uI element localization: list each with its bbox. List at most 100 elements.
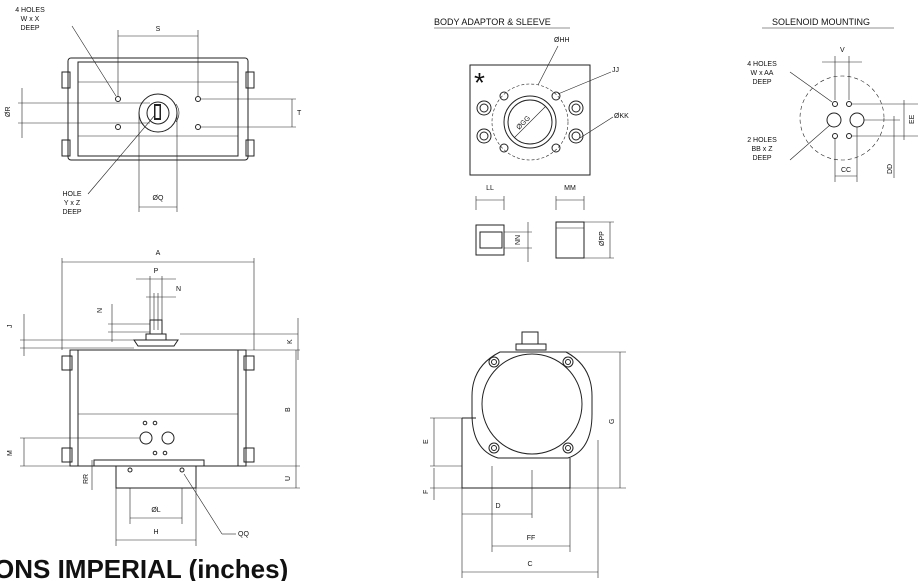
dim-ll: LL	[486, 185, 494, 192]
sol-port	[849, 112, 865, 128]
holes-note-line2: W x X	[21, 16, 40, 23]
sleeve-front	[555, 221, 585, 259]
dim-b: B	[285, 407, 292, 412]
adaptor-hole-outer	[476, 128, 492, 144]
holes-note-line1: 4 HOLES	[15, 7, 45, 14]
front-body-inner	[77, 349, 239, 467]
top-body-inner	[77, 61, 239, 157]
adaptor-hole-inner	[499, 143, 509, 153]
dim-q: ØQ	[153, 195, 164, 202]
side-bolt	[488, 442, 500, 454]
dim-hh: ØHH	[554, 37, 570, 44]
mount-hole	[115, 96, 121, 102]
solenoid-title: SOLENOID MOUNTING	[772, 17, 870, 27]
top-body-outline	[67, 57, 249, 161]
front-cap-tl	[61, 355, 73, 371]
side-body-outline	[471, 351, 593, 459]
front-view: A P N N J K	[7, 250, 300, 546]
adaptor-hole-inner	[551, 143, 561, 153]
adaptor-plate	[469, 64, 591, 176]
bolt-circle	[491, 83, 569, 161]
side-end-cap	[481, 353, 583, 455]
sol-2holes-line2: BB x Z	[751, 146, 773, 153]
dim-p: P	[154, 268, 159, 275]
sol-2holes-line1: 2 HOLES	[747, 137, 777, 144]
dim-v: V	[840, 47, 845, 54]
dim-c: C	[527, 561, 532, 568]
adaptor-bore-outer	[503, 95, 557, 149]
side-shaft	[521, 331, 539, 345]
dim-a: A	[156, 250, 161, 257]
front-cap-br	[243, 447, 255, 463]
end-cap-bl	[61, 139, 71, 157]
front-cap-bl	[61, 447, 73, 463]
center-hole-note-line1: HOLE	[62, 191, 81, 198]
side-bolt	[562, 442, 574, 454]
dim-h: H	[153, 529, 158, 536]
dim-f: F	[423, 490, 430, 494]
solenoid-view: SOLENOID MOUNTING V EE CC DD 4 HOLES W x…	[747, 17, 918, 182]
dim-s: S	[156, 26, 161, 33]
front-body-outline	[69, 349, 247, 467]
dim-m: M	[7, 450, 14, 456]
dim-ff: FF	[527, 535, 536, 542]
mount-hole	[115, 124, 121, 130]
dim-g: G	[609, 419, 616, 424]
sol-4holes-line3: DEEP	[752, 79, 771, 86]
dim-ee: EE	[909, 114, 916, 124]
sol-small-hole	[832, 133, 838, 139]
sol-small-hole	[832, 101, 838, 107]
dim-pp: ØPP	[599, 231, 606, 246]
dim-t: T	[297, 110, 302, 117]
side-bolt	[562, 356, 574, 368]
dim-l: ØL	[151, 507, 160, 514]
dim-n-small: N	[176, 286, 181, 293]
top-view: S T ØR ØQ 4 HOLES W x X DEEP HOLE Y x Z …	[5, 7, 302, 216]
center-hole-note-line2: Y x Z	[64, 200, 81, 207]
dim-rr: RR	[83, 474, 90, 484]
dim-r: ØR	[5, 107, 12, 118]
dim-nn: NN	[515, 235, 522, 245]
dim-j: J	[7, 325, 14, 329]
front-port	[161, 431, 175, 445]
side-view: G E F D FF C	[423, 331, 626, 578]
end-cap-tr	[245, 71, 255, 89]
end-cap-tl	[61, 71, 71, 89]
solenoid-pad	[799, 75, 885, 161]
adaptor-hole-outer	[568, 100, 584, 116]
dim-cc: CC	[841, 167, 851, 174]
side-base-bracket	[461, 418, 571, 489]
dim-dd: DD	[887, 164, 894, 174]
mount-hole	[195, 124, 201, 130]
holes-note-line3: DEEP	[20, 25, 39, 32]
side-bolt	[488, 356, 500, 368]
dim-gg: ØGG	[515, 115, 532, 132]
sol-small-hole	[846, 133, 852, 139]
sol-4holes-line1: 4 HOLES	[747, 61, 777, 68]
sol-port	[826, 112, 842, 128]
adaptor-hole-inner	[551, 91, 561, 101]
adaptor-bore-inner	[507, 99, 553, 145]
adaptor-hole-outer	[476, 100, 492, 116]
dim-mm: MM	[564, 185, 576, 192]
front-cap-tr	[243, 355, 255, 371]
front-port	[139, 431, 153, 445]
sol-4holes-line2: W x AA	[751, 70, 774, 77]
mount-hole	[195, 96, 201, 102]
adaptor-hole-inner	[499, 91, 509, 101]
asterisk-mark: *	[474, 67, 485, 98]
dim-kk: ØKK	[614, 113, 629, 120]
dim-u: U	[285, 476, 292, 481]
front-shaft	[149, 319, 163, 335]
dim-qq: QQ	[238, 531, 249, 538]
dim-jj: JJ	[612, 67, 619, 74]
shaft-circle	[146, 101, 170, 125]
center-hole-note-line3: DEEP	[62, 209, 81, 216]
front-pinion-flange	[133, 339, 179, 347]
dim-e: E	[423, 439, 430, 444]
sleeve-side	[475, 224, 505, 256]
dim-n-vert: N	[97, 308, 104, 313]
adaptor-hole-outer	[568, 128, 584, 144]
body-adaptor-title: BODY ADAPTOR & SLEEVE	[434, 17, 551, 27]
